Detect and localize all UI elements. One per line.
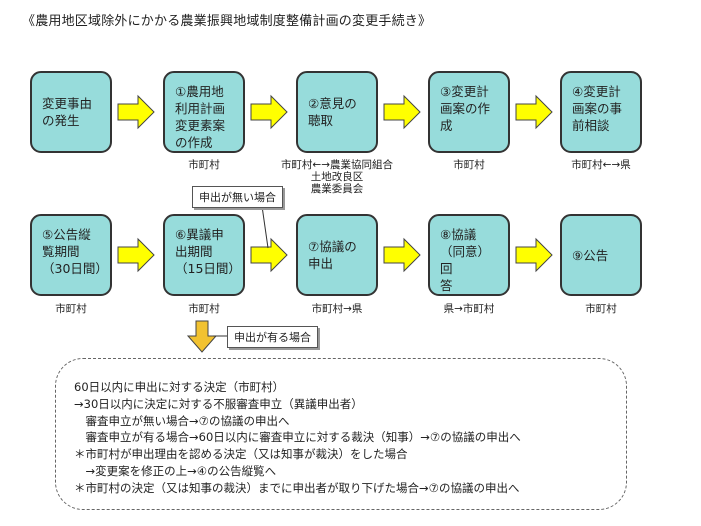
arrow-right-icon (515, 237, 553, 273)
arrow-right-icon (117, 94, 155, 130)
step-3-plan-box: ③変更計 画案の作 成 (428, 71, 510, 153)
arrow-right-icon (515, 94, 553, 130)
step-1-draft-box: ①農用地 利用計画 変更素案 の作成 (163, 71, 245, 153)
panel-line: ＊市町村が申出理由を認める決定（又は知事が裁決）をした場合 (74, 447, 408, 462)
panel-line: →変更案を修正の上→④の公告縦覧へ (74, 463, 277, 478)
step-7-request-box: ⑦協議の 申出 (296, 214, 378, 296)
step-6-objection-box: ⑥異議申 出期間 （15日間） (163, 214, 245, 296)
step-5-notice-box: ⑤公告縦 覧期間 （30日間） (30, 214, 112, 296)
step-7-actor: 市町村→県 (311, 303, 363, 315)
no-objection-note: 申出が無い場合 (192, 186, 283, 208)
step-3-actor: 市町村 (453, 159, 485, 171)
panel-line: ＊市町村の決定（又は知事の裁決）までに申出者が取り下げた場合→⑦の協議の申出へ (74, 480, 520, 495)
objection-note: 申出が有る場合 (227, 326, 318, 348)
arrow-down-icon (186, 320, 218, 353)
panel-line: 60日以内に申出に対する決定（市町村） (74, 380, 285, 394)
panel-line: 審査申立が有る場合→60日以内に審査申立に対する裁決（知事）→⑦の協議の申出へ (74, 430, 521, 445)
arrow-right-icon (117, 237, 155, 273)
arrow-right-icon (250, 94, 288, 130)
step-change-reason-box: 変更事由 の発生 (30, 71, 112, 153)
note-leader-line (261, 205, 269, 249)
step-4-consult-box: ④変更計 画案の事 前相談 (560, 71, 642, 153)
step-2-hearing-box: ②意見の 聴取 (296, 71, 378, 153)
objection-procedure-panel: 60日以内に申出に対する決定（市町村） →30日以内に決定に対する不服審査申立（… (55, 358, 627, 510)
step-8-answer-box: ⑧協議 （同意）回 答 (428, 214, 510, 296)
step-2-actor: 市町村←→農業協同組合 土地改良区 農業委員会 (280, 159, 394, 195)
step-1-actor: 市町村 (188, 159, 220, 171)
step-6-actor: 市町村 (188, 303, 220, 315)
arrow-right-icon (383, 94, 421, 130)
step-9-announce-box: ⑨公告 (560, 214, 642, 296)
panel-line: 審査申立が無い場合→⑦の協議の申出へ (74, 413, 290, 428)
diagram-title: 《農用地区域除外にかかる農業振興地域制度整備計画の変更手続き》 (22, 14, 432, 29)
step-4-actor: 市町村←→県 (571, 159, 631, 171)
step-9-actor: 市町村 (585, 303, 617, 315)
arrow-right-icon (383, 237, 421, 273)
arrow-right-icon (250, 237, 288, 273)
step-5-actor: 市町村 (55, 303, 87, 315)
step-8-actor: 県→市町村 (443, 303, 495, 315)
panel-line: →30日以内に決定に対する不服審査申立（異議申出者） (74, 396, 363, 411)
